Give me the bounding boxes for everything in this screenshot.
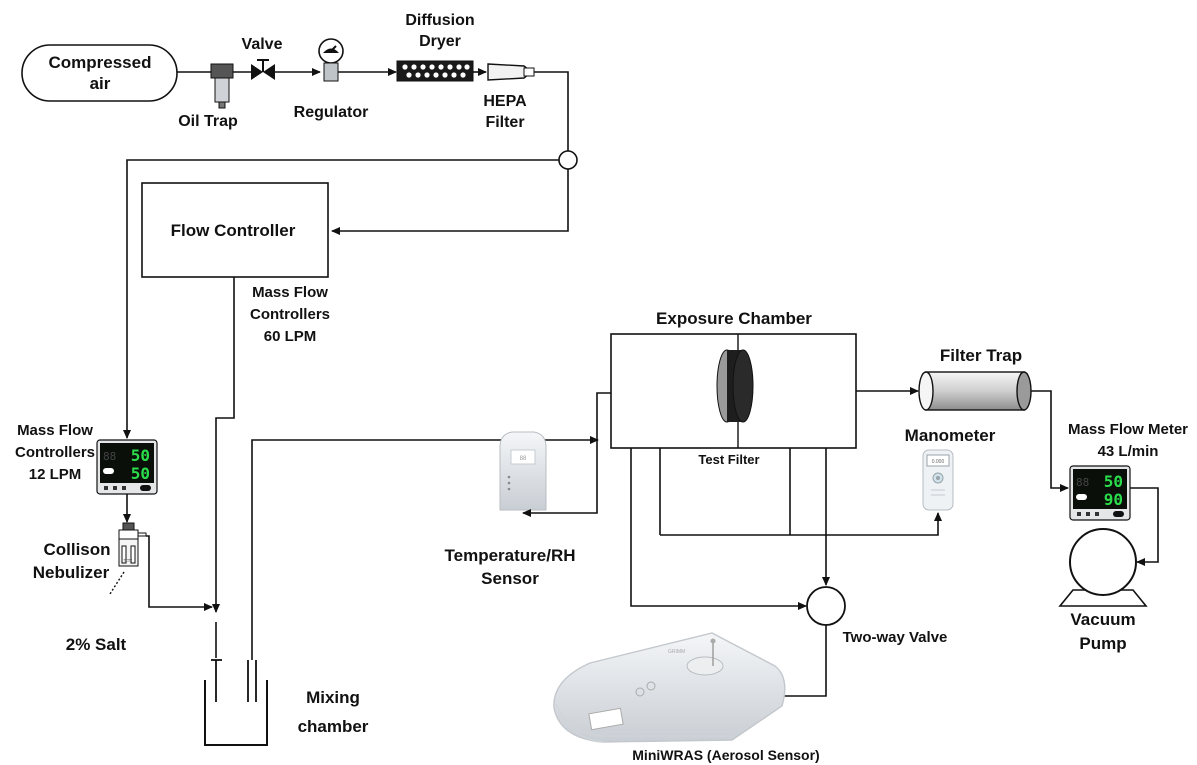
pipe-to-two-way-valve: [630, 448, 807, 610]
pipe-splitter-to-flow-controller: [331, 169, 569, 235]
hepa-label-2: Filter: [485, 114, 524, 131]
mfc12-display-bottom: 50: [131, 464, 150, 483]
svg-text:0.000: 0.000: [932, 459, 945, 465]
diffusion-dryer-label-2: Dryer: [419, 33, 461, 50]
manometer: 0.000: [922, 449, 954, 511]
miniwras-label: MiniWRAS (Aerosol Sensor): [632, 747, 819, 763]
miniwras-aerosol-sensor: GRIMM: [553, 632, 786, 743]
filter-trap: [918, 371, 1032, 411]
vacuum-pump: [1058, 528, 1148, 607]
svg-text:≈≈: ≈≈: [124, 556, 133, 565]
vacuum-label-2: Pump: [1079, 634, 1126, 653]
pipe-splitter-to-mfc12: [123, 159, 559, 439]
mfc60-label: Mass Flow: [252, 284, 328, 301]
collison-label-2: Nebulizer: [33, 563, 110, 582]
compressed-air-tank: Compressed air: [21, 44, 178, 102]
hepa-label: HEPA: [483, 93, 527, 110]
mixing-label: Mixing: [306, 688, 360, 707]
pipe-nebulizer-to-mixing: [146, 535, 213, 611]
pipe-to-manometer: [660, 512, 942, 536]
mixing-chamber: [204, 659, 268, 746]
mass-flow-meter-label-2: 43 L/min: [1098, 443, 1159, 460]
mfc12-label: Mass Flow: [17, 422, 93, 439]
diffusion-dryer: Diffusion Dryer: [396, 12, 475, 82]
compressed-air-label: Compressed: [49, 53, 152, 72]
pipe-mixing-to-exposure: [251, 436, 599, 660]
mfc12-display-top: 50: [131, 446, 150, 465]
regulator-label: Regulator: [294, 104, 369, 121]
mfc12-label-3: 12 LPM: [29, 466, 82, 483]
svg-text:88: 88: [520, 456, 527, 462]
mass-flow-controller-12lpm: 50 50 88: [96, 439, 158, 495]
meter-display-bottom: 90: [1104, 490, 1123, 509]
mass-flow-meter-label: Mass Flow Meter: [1068, 421, 1188, 438]
svg-text:88: 88: [1076, 476, 1089, 489]
temperature-rh-sensor: 88: [499, 431, 547, 511]
two-way-valve-label: Two-way Valve: [843, 629, 948, 646]
flow-controller-label: Flow Controller: [171, 221, 296, 240]
hepa-filter: HEPA Filter: [483, 63, 535, 131]
valve-label: Valve: [242, 36, 283, 53]
pipe-valve-to-miniwras: [775, 625, 827, 700]
valve: Valve: [242, 36, 283, 80]
test-filter-label: Test Filter: [698, 452, 759, 467]
pipe-exposure-to-temp-sensor: [522, 392, 611, 517]
oil-trap: Oil Trap: [178, 63, 238, 130]
mfc60-label-2: Controllers: [250, 306, 330, 323]
pipe-trap-to-meter: [1031, 390, 1069, 492]
diffusion-dryer-label: Diffusion: [405, 12, 474, 29]
oil-trap-label: Oil Trap: [178, 113, 238, 130]
manometer-label: Manometer: [905, 426, 996, 445]
salt-label: 2% Salt: [66, 635, 127, 654]
temp-rh-label-2: Sensor: [481, 569, 539, 588]
svg-text:GRIMM: GRIMM: [668, 649, 685, 655]
mass-flow-meter: 50 90 88: [1069, 465, 1131, 521]
meter-display-top: 50: [1104, 472, 1123, 491]
vacuum-label: Vacuum: [1070, 610, 1135, 629]
two-way-valve: [806, 586, 846, 626]
mfc60-label-3: 60 LPM: [264, 328, 317, 345]
flow-controller: Flow Controller: [141, 182, 329, 278]
pipe-meter-to-pump: [1130, 487, 1159, 566]
exposure-chamber: [610, 333, 857, 449]
collison-label: Collison: [43, 540, 110, 559]
temp-rh-label: Temperature/RH: [445, 546, 576, 565]
pipe-hepa-to-splitter: [534, 71, 569, 151]
svg-text:88: 88: [103, 450, 116, 463]
regulator: Regulator: [294, 38, 369, 121]
collison-nebulizer: ≈≈: [109, 522, 147, 595]
pipe-flow-controller-to-mixing: [212, 277, 235, 613]
compressed-air-label-2: air: [90, 74, 111, 93]
mfc12-label-2: Controllers: [15, 444, 95, 461]
mixing-label-2: chamber: [298, 717, 369, 736]
filter-trap-label: Filter Trap: [940, 346, 1022, 365]
exposure-chamber-label: Exposure Chamber: [656, 309, 812, 328]
flow-splitter: [558, 150, 578, 170]
